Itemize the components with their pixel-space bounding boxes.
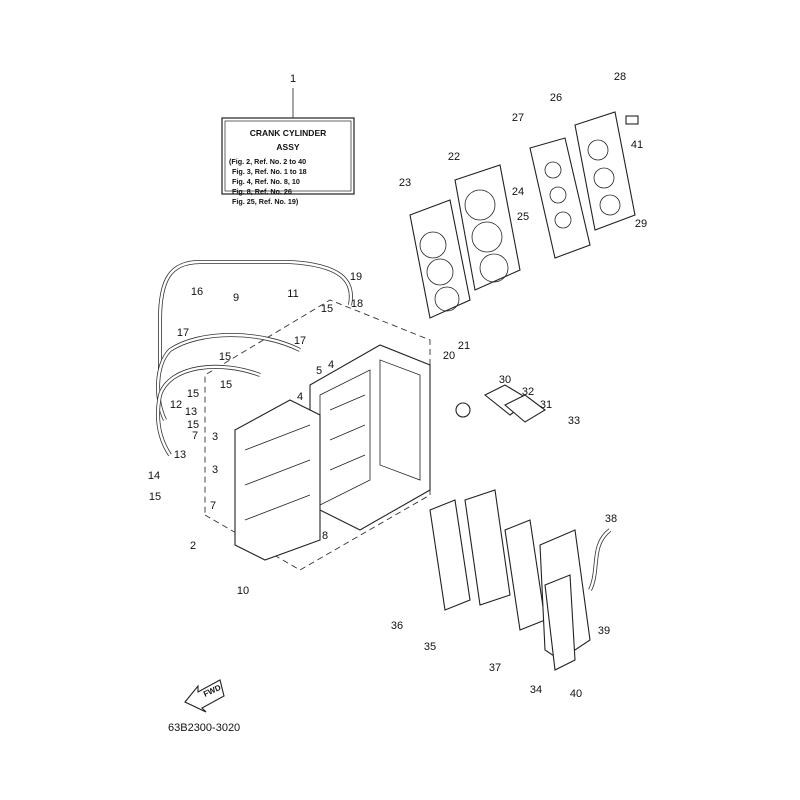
callout-36: 36 xyxy=(391,620,403,632)
callout-23: 23 xyxy=(399,177,411,189)
callout-22: 22 xyxy=(448,151,460,163)
callout-15: 15 xyxy=(187,388,199,400)
cylinder-head-parts xyxy=(409,111,639,319)
callout-7: 7 xyxy=(210,500,216,512)
diagram-code: 63B2300-3020 xyxy=(168,722,240,734)
callout-32: 32 xyxy=(522,386,534,398)
assembly-outline xyxy=(204,299,431,571)
ref-line-4: Fig. 8, Ref. No. 26 xyxy=(232,187,292,196)
callout-15: 15 xyxy=(149,491,161,503)
callout-27: 27 xyxy=(512,112,524,124)
callout-4: 4 xyxy=(328,359,334,371)
callout-12: 12 xyxy=(170,399,182,411)
callout-14: 14 xyxy=(148,470,160,482)
thermostat-sensor xyxy=(625,115,639,125)
ref-line-2: Fig. 3, Ref. No. 1 to 18 xyxy=(232,167,307,176)
cylinder-block xyxy=(309,344,431,531)
callout-3: 3 xyxy=(212,464,218,476)
callout-5: 5 xyxy=(316,365,322,377)
callout-7: 7 xyxy=(192,430,198,442)
callout-24: 24 xyxy=(512,186,524,198)
ref-line-3: Fig. 4, Ref. No. 8, 10 xyxy=(232,177,300,186)
callout-15: 15 xyxy=(321,303,333,315)
title-line-1: CRANK CYLINDER xyxy=(250,128,327,138)
callout-8: 8 xyxy=(322,530,328,542)
callout-20: 20 xyxy=(443,350,455,362)
crankcase xyxy=(234,399,321,561)
callout-33: 33 xyxy=(568,415,580,427)
callout-31: 31 xyxy=(540,399,552,411)
title-line-2: ASSY xyxy=(276,142,299,152)
callout-16: 16 xyxy=(191,286,203,298)
callout-34: 34 xyxy=(530,684,542,696)
callout-15: 15 xyxy=(220,379,232,391)
callout-37: 37 xyxy=(489,662,501,674)
thermostat-cover xyxy=(455,384,546,423)
callout-3: 3 xyxy=(212,431,218,443)
assembly-title-box: CRANK CYLINDER ASSY (Fig. 2, Ref. No. 2 … xyxy=(221,88,355,206)
callout-9: 9 xyxy=(233,292,239,304)
callout-21: 21 xyxy=(458,340,470,352)
callout-40: 40 xyxy=(570,688,582,700)
callout-13: 13 xyxy=(185,406,197,418)
ref-line-5: Fig. 25, Ref. No. 19) xyxy=(232,197,299,206)
callout-39: 39 xyxy=(598,625,610,637)
head-cover xyxy=(574,111,636,231)
callout-2: 2 xyxy=(190,540,196,552)
ref-line-1: (Fig. 2, Ref. No. 2 to 40 xyxy=(229,157,306,166)
callout-15: 15 xyxy=(219,351,231,363)
callout-18: 18 xyxy=(351,298,363,310)
callout-15: 15 xyxy=(187,419,199,431)
callout-4: 4 xyxy=(297,391,303,403)
callout-17: 17 xyxy=(177,327,189,339)
callout-19: 19 xyxy=(350,271,362,283)
callout-17: 17 xyxy=(294,335,306,347)
callout-28: 28 xyxy=(614,71,626,83)
callout-38: 38 xyxy=(605,513,617,525)
callout-26: 26 xyxy=(550,92,562,104)
callout-1: 1 xyxy=(290,73,296,85)
hoses xyxy=(156,260,612,591)
callout-11: 11 xyxy=(287,288,298,300)
callout-30: 30 xyxy=(499,374,511,386)
callout-25: 25 xyxy=(517,211,529,223)
callout-41: 41 xyxy=(631,139,643,151)
exhaust-parts xyxy=(429,489,591,671)
callout-13: 13 xyxy=(174,449,186,461)
forward-arrow-icon: FWD xyxy=(184,679,225,713)
cylinder-head xyxy=(454,164,521,291)
callout-29: 29 xyxy=(635,218,647,230)
callout-10: 10 xyxy=(237,585,249,597)
callout-35: 35 xyxy=(424,641,436,653)
